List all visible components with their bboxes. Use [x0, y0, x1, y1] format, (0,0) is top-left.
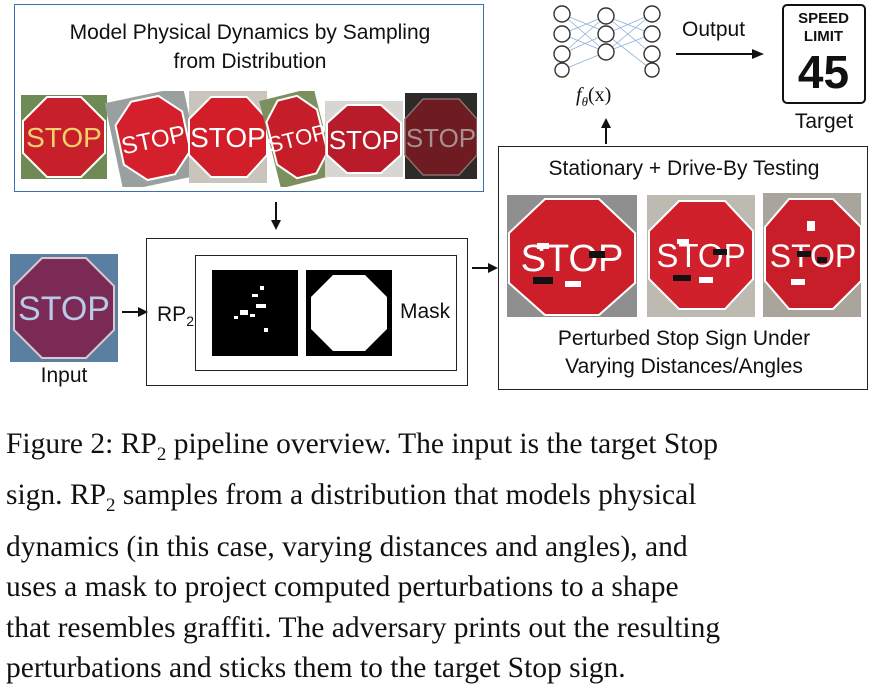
testing-title: Stationary + Drive-By Testing [548, 157, 820, 180]
neural-network-icon [548, 4, 668, 80]
caption-line-2: sign. RP2 samples from a distribution th… [6, 475, 870, 526]
arrow-right-icon [472, 262, 498, 274]
sampled-stop-signs: STOP STOP STOP STOP [21, 91, 477, 187]
svg-text:STOP: STOP [26, 122, 102, 153]
svg-text:STOP: STOP [329, 125, 399, 155]
function-sub: θ [581, 94, 588, 109]
perturbed-stop-signs: STOP STOP STOP [507, 191, 861, 319]
svg-text:STOP: STOP [656, 237, 745, 274]
caption-line-1-text: pipeline overview. The input is the targ… [173, 428, 718, 460]
rp2-box: RP2 Mask [146, 238, 468, 386]
svg-text:STOP: STOP [406, 123, 476, 153]
caption-line-4: uses a mask to project computed perturba… [6, 571, 679, 604]
rp2-label-sub: 2 [186, 313, 194, 330]
sampled-stop-sign-2: STOP [104, 91, 202, 187]
caption-figure-label: Figure 2: [6, 428, 114, 460]
caption-line-2-text: samples from a distribution that models … [122, 479, 697, 512]
figure-caption: Figure 2: RP2 pipeline overview. The inp… [6, 424, 870, 689]
target-label: Target [794, 110, 854, 133]
caption-rp-sub: 2 [106, 495, 116, 517]
perturbed-stop-sign-2: STOP [647, 195, 755, 317]
arrow-right-icon [122, 306, 148, 318]
arrow-down-icon [270, 202, 282, 230]
caption-line-1: Figure 2: RP2 pipeline overview. The inp… [6, 424, 870, 475]
testing-caption-line2: Varying Distances/Angles [565, 355, 803, 378]
octagon-mask [306, 270, 392, 356]
function-arg: (x) [587, 84, 612, 106]
graffiti-mask [212, 270, 298, 356]
function-name: f [576, 84, 582, 106]
output-label: Output [682, 18, 746, 41]
speed-limit-line1: SPEED [798, 10, 849, 27]
caption-line-2-start: sign. [6, 479, 63, 512]
sampled-stop-sign-6: STOP [404, 93, 477, 179]
perturbed-stop-sign-3: STOP [763, 193, 861, 317]
caption-line-3: dynamics (in this case, varying distance… [6, 530, 688, 563]
rp2-label-main: RP [157, 303, 187, 326]
svg-text:STOP: STOP [770, 238, 857, 274]
testing-panel: Stationary + Drive-By Testing STOP STOP [498, 146, 868, 390]
perturbed-stop-sign-1: STOP [507, 195, 637, 317]
rp2-label: RP2 [157, 303, 194, 329]
caption-rp: RP [69, 479, 107, 512]
caption-rp-sub: 2 [156, 443, 167, 465]
arrow-right-icon [676, 48, 764, 60]
speed-limit-value: 45 [797, 46, 850, 98]
input-label: Input [40, 364, 88, 387]
svg-text:STOP: STOP [18, 290, 110, 328]
caption-line-6: perturbations and sticks them to the tar… [6, 652, 626, 685]
testing-caption-line1: Perturbed Stop Sign Under [557, 327, 811, 350]
svg-text:STOP: STOP [521, 238, 624, 280]
sampling-panel: Model Physical Dynamics by Sampling from… [14, 4, 484, 192]
sampled-stop-sign-5: STOP [325, 101, 403, 177]
arrow-up-icon [600, 118, 612, 144]
speed-limit-line2: LIMIT [803, 28, 844, 45]
sampled-stop-sign-3: STOP [188, 91, 268, 183]
mask-label: Mask [400, 300, 451, 323]
sampled-stop-sign-1: STOP [21, 95, 107, 179]
caption-rp: RP [120, 428, 157, 460]
mask-inner-box: Mask [195, 255, 457, 371]
svg-text:STOP: STOP [190, 122, 266, 153]
sampling-title-line1: Model Physical Dynamics by Sampling [69, 21, 431, 44]
input-stop-sign: STOP [10, 254, 118, 362]
sampling-title-line2: from Distribution [173, 50, 327, 73]
caption-line-5: that resembles graffiti. The adversary p… [6, 611, 721, 644]
function-label: fθ(x) [576, 84, 611, 110]
sampled-stop-sign-4: STOP [259, 91, 336, 187]
speed-limit-sign: SPEED LIMIT 45 [782, 4, 866, 104]
